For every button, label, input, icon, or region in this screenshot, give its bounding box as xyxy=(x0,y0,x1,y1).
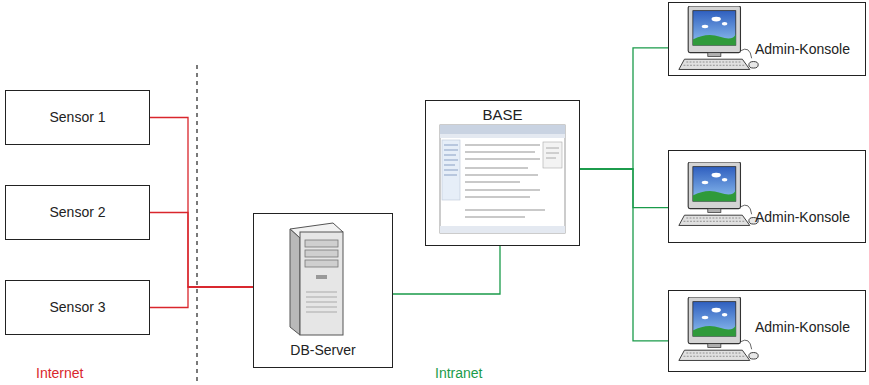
box-label: Sensor 1 xyxy=(49,109,105,126)
network-link xyxy=(580,169,668,208)
console-box: Admin-Konsole xyxy=(668,290,866,372)
box-label: Sensor 3 xyxy=(49,299,105,316)
computer-icon xyxy=(679,162,758,225)
box-title: BASE xyxy=(482,106,522,124)
screenshot-image xyxy=(440,125,565,233)
network-link xyxy=(150,287,253,308)
server-icon xyxy=(290,223,343,335)
network-link xyxy=(580,169,668,341)
sensor-box: Sensor 3 xyxy=(5,280,150,335)
box-label: DB-Server xyxy=(290,342,355,359)
zone-label: Intranet xyxy=(435,365,482,382)
console-box: Admin-Konsole xyxy=(668,2,866,76)
computer-icon xyxy=(679,6,758,69)
network-link xyxy=(580,48,668,169)
boundary-line xyxy=(196,65,197,385)
network-link xyxy=(150,118,253,288)
zone-label: Internet xyxy=(36,365,83,382)
box-label: Sensor 2 xyxy=(49,204,105,221)
network-link xyxy=(393,246,500,294)
computer-icon xyxy=(679,297,758,360)
console-box: Admin-Konsole xyxy=(668,150,866,243)
web-frontend-box: BASE xyxy=(425,100,580,246)
box-label: Admin-Konsole xyxy=(755,209,850,226)
box-label: Admin-Konsole xyxy=(755,319,850,336)
server-box: DB-Server xyxy=(253,213,393,368)
sensor-box: Sensor 2 xyxy=(5,185,150,240)
sensor-box: Sensor 1 xyxy=(5,90,150,145)
network-link xyxy=(150,213,253,288)
box-label: Admin-Konsole xyxy=(755,41,850,58)
